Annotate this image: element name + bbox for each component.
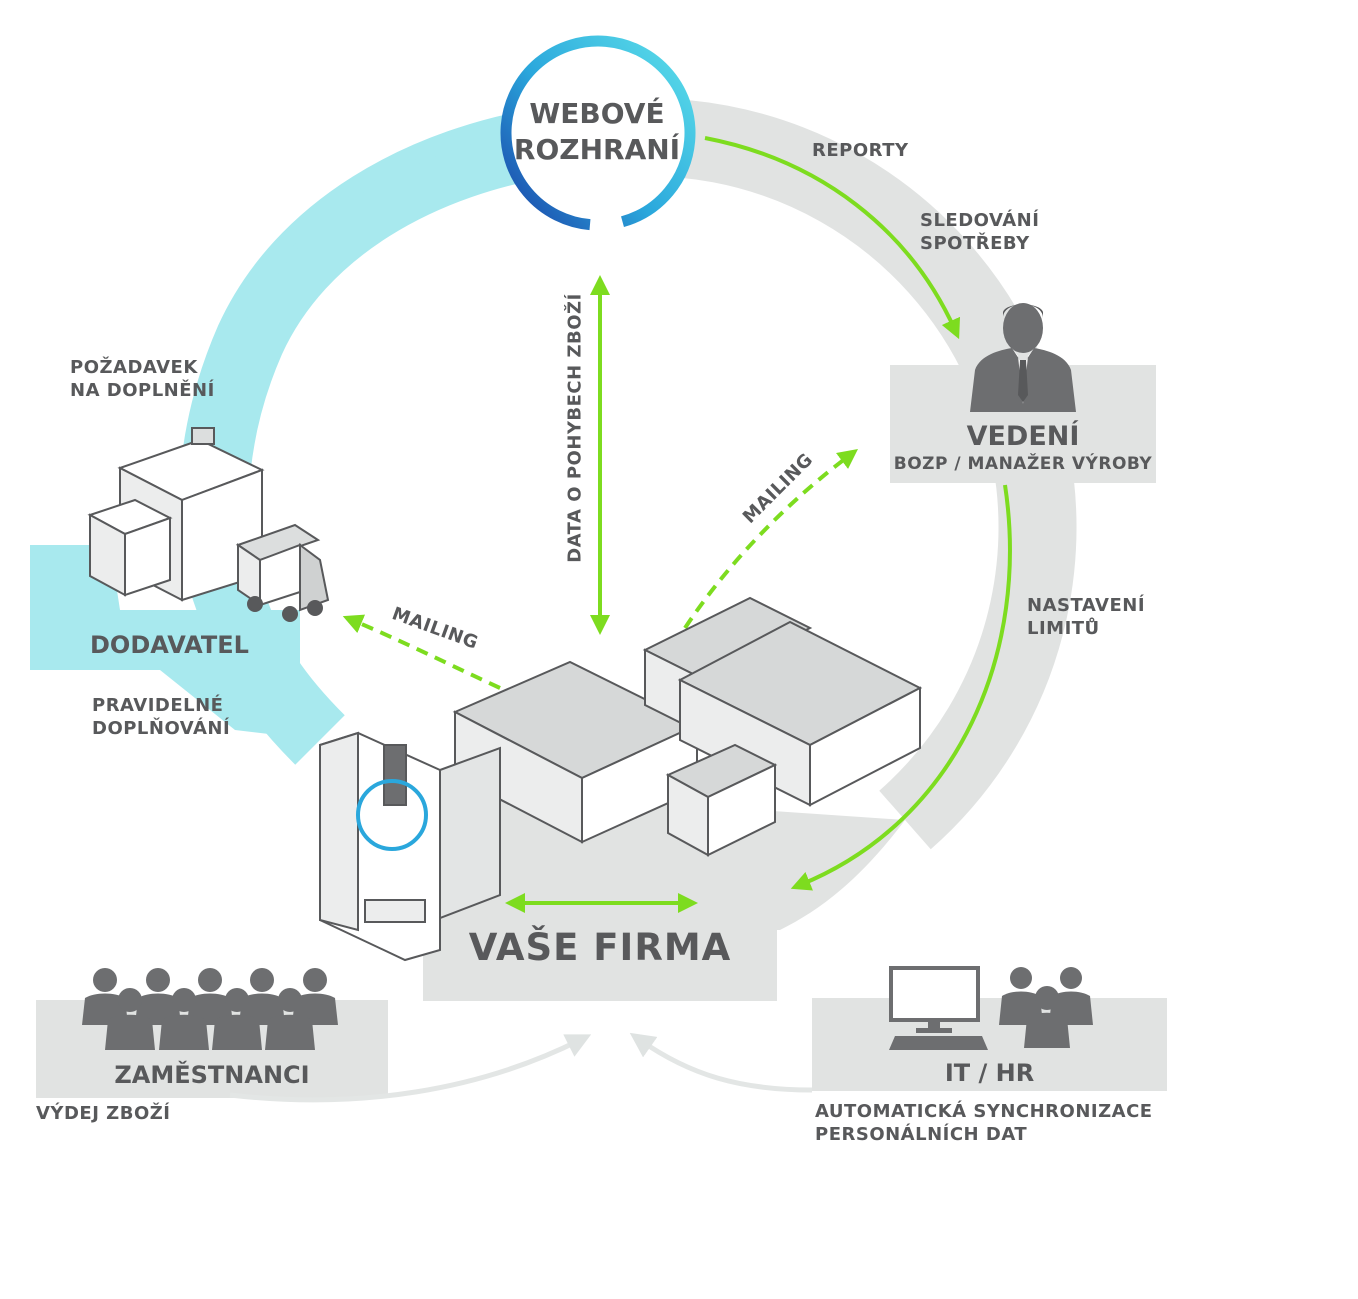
vedeni-subtitle: BOZP / MANAŽER VÝROBY: [893, 453, 1153, 474]
mailing-left-arrow: [342, 614, 501, 690]
pozadavek-line-1: POŽADAVEK: [70, 357, 198, 378]
ithr-panel: [812, 998, 1167, 1091]
sledovani-line-1: SLEDOVÁNÍ: [920, 210, 1040, 231]
hub-line-2: ROZHRANÍ: [513, 132, 681, 166]
firma-title: VAŠE FIRMA: [468, 926, 732, 969]
hub-label: WEBOVÉ ROZHRANÍ: [502, 96, 692, 168]
reporty-label: REPORTY: [812, 140, 909, 161]
nastaveni-label: NASTAVENÍ LIMITŮ: [1027, 595, 1145, 640]
zamestnanci-title: ZAMĚSTNANCI: [114, 1061, 310, 1089]
pozadavek-line-2: NA DOPLNĚNÍ: [70, 379, 215, 401]
dodavatel-panel: [30, 545, 320, 740]
reporty-arrow: [704, 136, 961, 340]
sync-label: AUTOMATICKÁ SYNCHRONIZACE PERSONÁLNÍCH D…: [815, 1101, 1153, 1146]
vedeni-label: VEDENÍ BOZP / MANAŽER VÝROBY: [890, 420, 1156, 475]
sledovani-label: SLEDOVÁNÍ SPOTŘEBY: [920, 210, 1039, 255]
employees-group-icon: [82, 968, 338, 1050]
computer-monitor-icon: [889, 966, 988, 1050]
data-pohyby-label: DATA O POHYBECH ZBOŽÍ: [564, 293, 586, 563]
cyan-arrow-left: [238, 137, 476, 342]
nastaveni-arrow: [790, 484, 1012, 891]
vydej-arrow: [229, 1034, 592, 1103]
vydej-label: VÝDEJ ZBOŽÍ: [36, 1103, 171, 1124]
pravidelne-label: PRAVIDELNÉ DOPLŇOVÁNÍ: [92, 695, 230, 740]
vending-machine-icon: [319, 731, 501, 962]
pravidelne-line-2: DOPLŇOVÁNÍ: [92, 717, 231, 739]
supplier-warehouse-icon: [87, 427, 330, 622]
dodavatel-title: DODAVATEL: [90, 631, 249, 659]
sync-line-1: AUTOMATICKÁ SYNCHRONIZACE: [815, 1101, 1153, 1122]
nastaveni-line-2: LIMITŮ: [1027, 617, 1100, 639]
company-buildings-icon: [452, 596, 923, 857]
mailing-right-arrow: [683, 448, 858, 630]
hub-line-1: WEBOVÉ: [529, 97, 665, 130]
sync-line-2: PERSONÁLNÍCH DAT: [815, 1123, 1028, 1145]
vedeni-title: VEDENÍ: [966, 421, 1080, 452]
nastaveni-line-1: NASTAVENÍ: [1027, 595, 1146, 616]
sync-arrow: [629, 1032, 813, 1093]
pravidelne-line-1: PRAVIDELNÉ: [92, 695, 224, 716]
it-hr-people-icon: [999, 967, 1093, 1048]
ithr-title: IT / HR: [944, 1059, 1035, 1087]
sledovani-line-2: SPOTŘEBY: [920, 232, 1030, 254]
manager-person-icon: [970, 303, 1076, 412]
pozadavek-label: POŽADAVEK NA DOPLNĚNÍ: [70, 357, 215, 402]
